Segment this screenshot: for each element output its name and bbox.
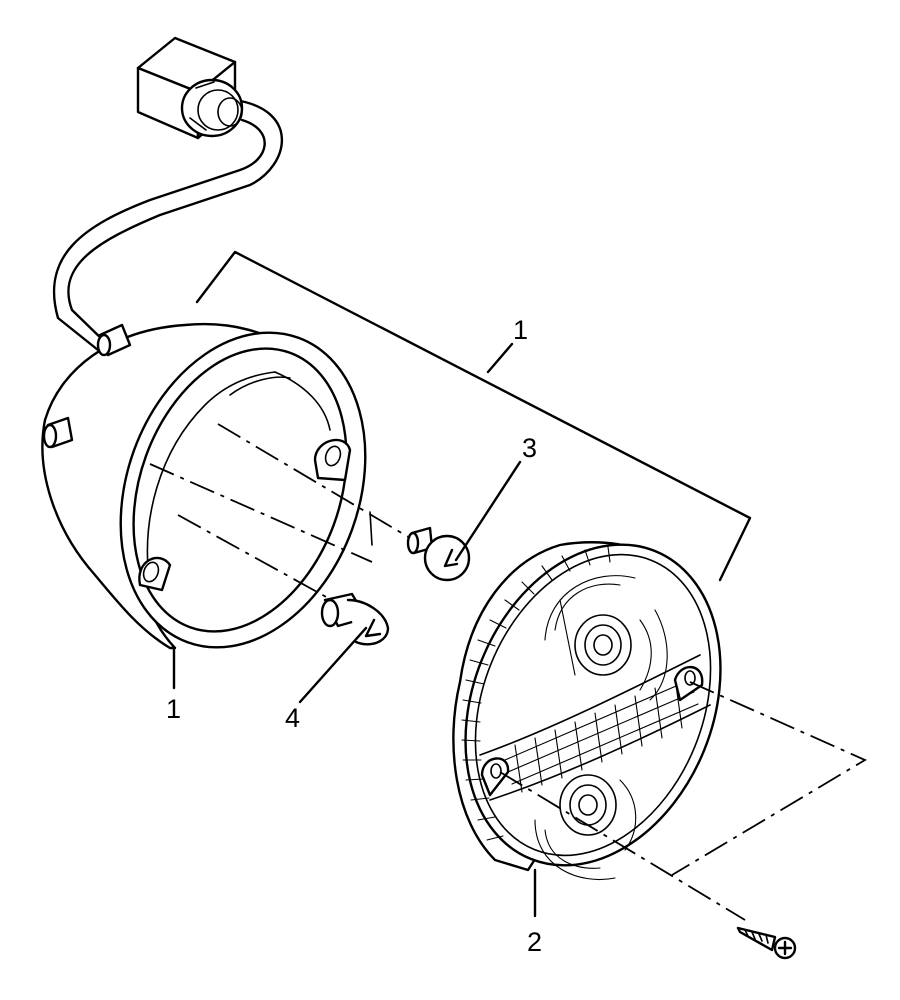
- bulb-small: [406, 526, 471, 582]
- wiring-connector: [52, 36, 283, 352]
- lamp-lens: [452, 541, 722, 881]
- assembly-bracket: [195, 250, 752, 582]
- center-lines: [149, 423, 867, 921]
- screw: [736, 926, 797, 960]
- callout-lens: 2: [527, 927, 542, 957]
- lamp-housing: [41, 322, 367, 650]
- callout-bulb-small: 3: [522, 433, 537, 463]
- leader-lines: [172, 460, 537, 918]
- callout-bulb-large: 4: [285, 703, 300, 733]
- callout-assembly: 1: [513, 315, 528, 345]
- callout-housing: 1: [166, 694, 181, 724]
- bulb-large: [320, 592, 390, 646]
